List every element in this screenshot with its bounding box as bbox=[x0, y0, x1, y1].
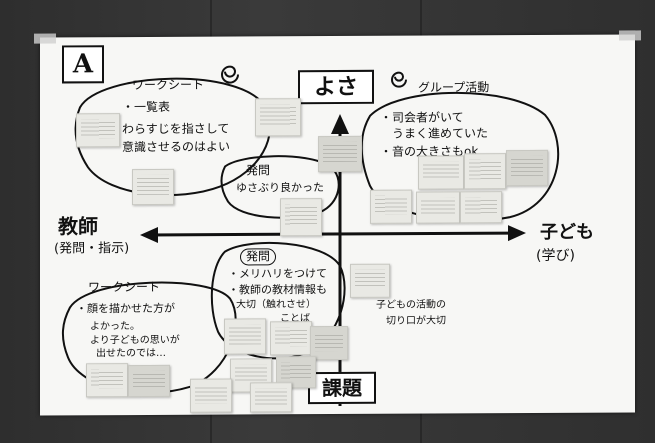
sticky-note bbox=[506, 149, 548, 187]
question-issue-line3: 大切（触れさせ） bbox=[236, 299, 316, 311]
question-good-title: 発問 bbox=[246, 163, 271, 178]
worksheet-top-line3: 意識させるのはよい bbox=[122, 139, 231, 155]
sticky-note bbox=[416, 191, 460, 224]
worksheet-top-title: ワークシート bbox=[132, 77, 205, 93]
sticky-note bbox=[86, 363, 128, 398]
sticky-note bbox=[76, 113, 120, 148]
group-activity-title: グループ活動 bbox=[418, 80, 490, 95]
sticky-note bbox=[464, 153, 506, 190]
axis-children-sublabel: (学び) bbox=[536, 247, 575, 264]
group-activity-line1: ・司会者がいて bbox=[380, 110, 464, 125]
axis-teacher-sublabel: (発問・指示) bbox=[54, 241, 130, 257]
sticky-note bbox=[280, 198, 322, 237]
question-issue-line1: ・メリハリをつけて bbox=[228, 267, 327, 281]
horizontal-axis-arrow-left bbox=[140, 226, 158, 243]
sticky-note bbox=[224, 318, 266, 355]
sticky-note bbox=[132, 168, 174, 206]
children-activity-line2: 切り口が大切 bbox=[386, 315, 446, 327]
sticky-note bbox=[128, 364, 170, 398]
poster-sheet: A よさ 課題 教師 (発問・指示) 子ども (学び) ワークシート ・一覧表 … bbox=[34, 30, 641, 416]
sticky-note bbox=[460, 191, 502, 224]
sticky-note bbox=[255, 98, 301, 137]
circle-group-activity bbox=[360, 91, 560, 222]
axis-children-label: 子ども bbox=[540, 221, 594, 243]
sticky-note bbox=[350, 263, 390, 298]
worksheet-top-line1: ・一覧表 bbox=[122, 99, 171, 115]
circle-worksheet-top bbox=[74, 77, 271, 197]
worksheet-bottom-line1: ・顔を描かせた方が bbox=[76, 301, 175, 316]
axis-teacher-label: 教師 bbox=[58, 214, 98, 239]
horizontal-axis-arrow-right bbox=[508, 225, 526, 242]
sticky-note bbox=[370, 189, 412, 224]
sticky-note bbox=[310, 325, 348, 361]
quadrant-issue-label: 課題 bbox=[308, 371, 376, 405]
sticky-note bbox=[270, 321, 312, 356]
sticky-note bbox=[190, 378, 232, 413]
vertical-axis-arrow bbox=[331, 113, 349, 135]
spiral-doodle bbox=[221, 65, 239, 84]
flower-doodle bbox=[391, 71, 407, 88]
worksheet-bottom-line4: 出せたのでは… bbox=[96, 347, 166, 360]
sticky-note bbox=[250, 382, 292, 413]
children-activity-line1: 子どもの活動の bbox=[376, 299, 446, 311]
horizontal-axis bbox=[148, 231, 516, 237]
sticky-note bbox=[418, 155, 464, 190]
worksheet-top-line2: わらすじを指さして bbox=[122, 121, 230, 137]
question-issue-line2: ・教師の教材情報も bbox=[228, 283, 327, 297]
worksheet-bottom-line3: より子どもの思いが bbox=[90, 334, 180, 347]
worksheet-bottom-title: ワークシート bbox=[88, 279, 161, 295]
question-issue-title: 発問 bbox=[240, 248, 277, 266]
group-activity-line2: うまく進めていた bbox=[392, 126, 489, 141]
section-label: A bbox=[62, 45, 104, 84]
question-good-line1: ゆさぶり良かった bbox=[236, 181, 324, 195]
quadrant-good-label: よさ bbox=[298, 69, 374, 105]
sticky-note bbox=[318, 135, 362, 173]
worksheet-bottom-line2: よかった。 bbox=[90, 321, 140, 333]
